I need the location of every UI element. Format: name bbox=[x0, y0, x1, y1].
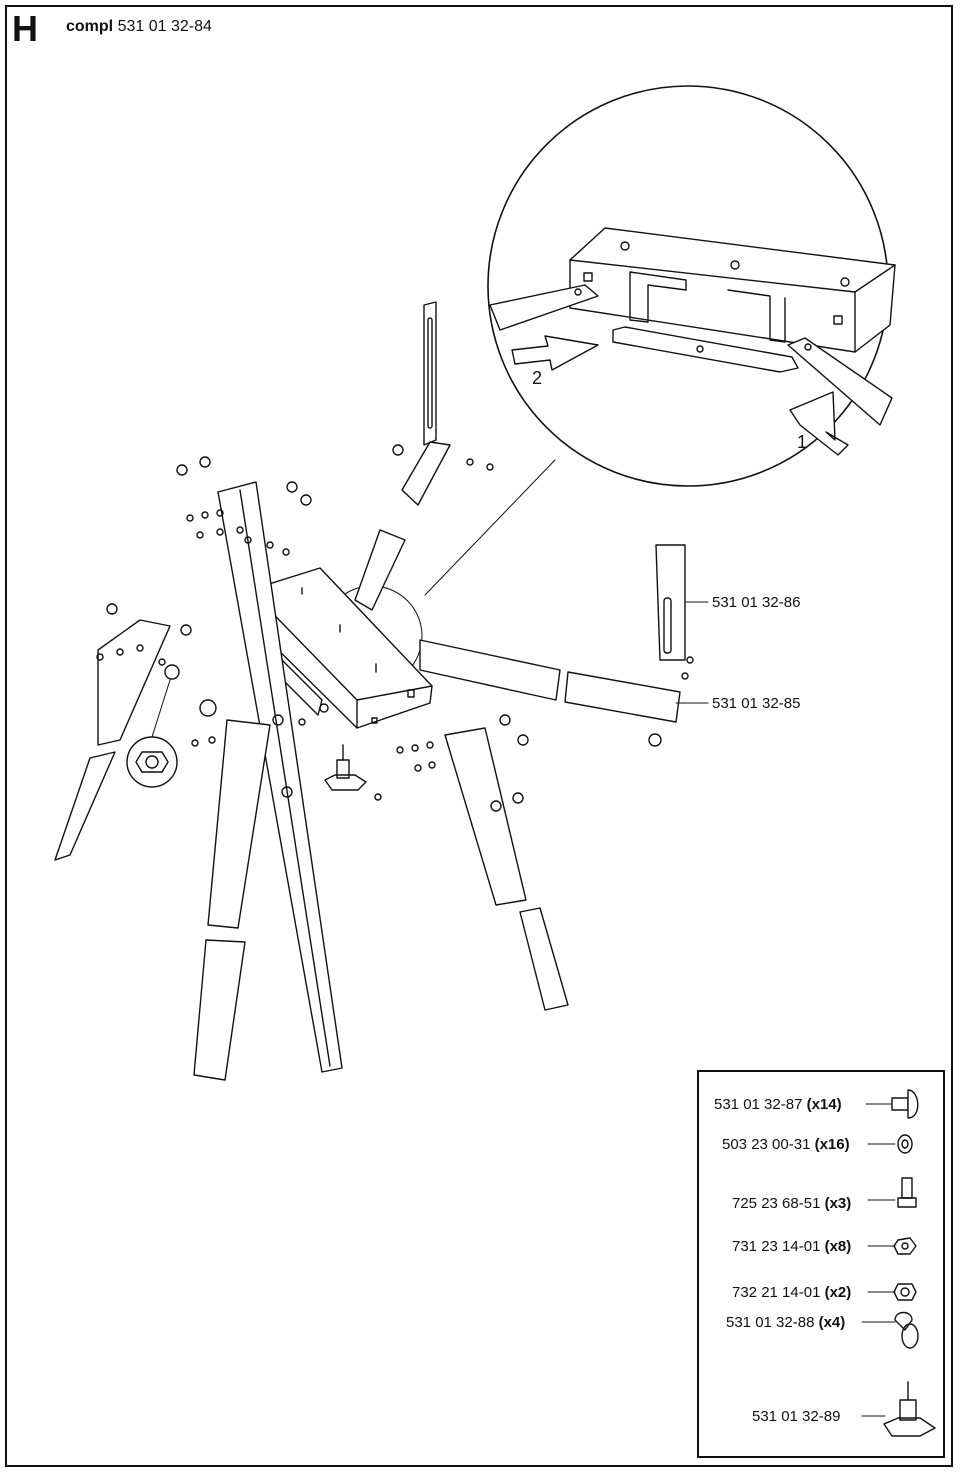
callout-lower-bracket: 531 01 32-85 bbox=[712, 695, 801, 712]
detail-step-2: 2 bbox=[532, 368, 543, 388]
title-prefix: compl bbox=[66, 18, 114, 35]
legend-icons bbox=[862, 1090, 935, 1436]
assembly-title: compl 531 01 32-84 bbox=[66, 18, 212, 36]
exploded-hardware bbox=[97, 445, 693, 811]
detail-magnifier bbox=[488, 86, 895, 486]
section-letter: H bbox=[12, 8, 38, 49]
legend-row-lock-nut: 732 21 14-01 (x2) bbox=[732, 1284, 852, 1301]
legend-row-hex-nut: 731 23 14-01 (x8) bbox=[732, 1238, 852, 1255]
diagram-frame bbox=[5, 5, 953, 1467]
legend-row-washer: 503 23 00-31 (x16) bbox=[722, 1136, 850, 1153]
legend-row-carriage-bolt: 531 01 32-87 (x14) bbox=[714, 1096, 842, 1113]
legend-row-wing-nut: 531 01 32-88 (x4) bbox=[726, 1314, 846, 1331]
legend-row-knob: 531 01 32-89 bbox=[752, 1408, 841, 1425]
detail-step-1: 1 bbox=[797, 432, 808, 452]
callout-upper-plate: 531 01 32-86 bbox=[712, 594, 801, 611]
title-part-number: 531 01 32-84 bbox=[117, 18, 212, 35]
parts-legend bbox=[697, 1070, 945, 1458]
legend-row-hex-screw: 725 23 68-51 (x3) bbox=[732, 1195, 852, 1212]
